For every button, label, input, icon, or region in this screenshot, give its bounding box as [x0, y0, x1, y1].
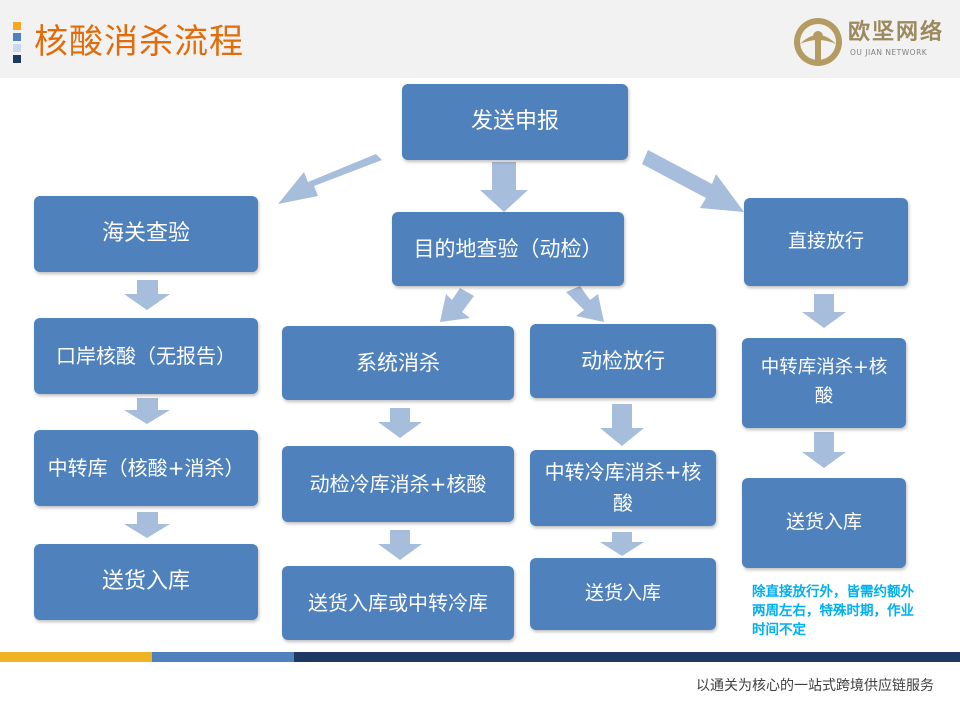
- node-middle-delivery: 送货入库: [530, 558, 716, 630]
- node-transfer-warehouse: 中转库（核酸+消杀）: [34, 430, 258, 506]
- page-title: 核酸消杀流程: [34, 22, 244, 62]
- node-left-delivery: 送货入库: [34, 544, 258, 620]
- arrow-root-to-middle: [480, 162, 528, 212]
- title-accent-bars: [13, 22, 21, 66]
- node-destination-inspection: 目的地查验（动检）: [392, 212, 624, 286]
- node-delivery-or-transfer: 送货入库或中转冷库: [282, 566, 514, 640]
- logo-subtext: OU JIAN NETWORK: [850, 48, 928, 57]
- node-direct-release: 直接放行: [744, 198, 908, 286]
- node-transfer-cold-storage: 中转冷库消杀+核酸: [530, 450, 716, 526]
- arrow-mid-b-2: [600, 532, 644, 556]
- arrow-left-2: [124, 398, 170, 424]
- arrow-middle-to-system: [440, 288, 474, 322]
- arrow-right-2: [802, 432, 846, 468]
- arrow-middle-to-release: [566, 286, 604, 322]
- node-system-disinfection: 系统消杀: [282, 326, 514, 400]
- process-note: 除直接放行外，皆需约额外两周左右，特殊时期，作业时间不定: [752, 584, 914, 638]
- arrow-left-3: [124, 512, 170, 538]
- arrow-root-to-right: [642, 150, 744, 212]
- node-transfer-nucleic: 中转库消杀+核酸: [742, 338, 906, 428]
- footer-band-blue: [152, 652, 294, 662]
- arrow-left-1: [124, 280, 170, 310]
- footer-band-navy: [294, 652, 960, 662]
- footer-band-gold: [0, 652, 152, 662]
- node-right-delivery: 送货入库: [742, 478, 906, 568]
- node-port-nucleic-test: 口岸核酸（无报告）: [34, 318, 258, 394]
- arrow-mid-a-2: [378, 530, 422, 560]
- company-logo-icon: [794, 18, 842, 66]
- node-cold-storage-disinfection: 动检冷库消杀+核酸: [282, 446, 514, 522]
- arrow-root-to-left: [278, 154, 382, 204]
- arrow-right-1: [802, 294, 846, 328]
- node-send-declaration: 发送申报: [402, 84, 628, 160]
- footer-slogan: 以通关为核心的一站式跨境供应链服务: [696, 678, 934, 694]
- arrow-mid-a-1: [378, 408, 422, 438]
- logo-text: 欧坚网络: [848, 19, 945, 45]
- node-customs-inspection: 海关查验: [34, 196, 258, 272]
- node-animal-inspection-release: 动检放行: [530, 324, 716, 398]
- arrow-mid-b-1: [600, 404, 644, 446]
